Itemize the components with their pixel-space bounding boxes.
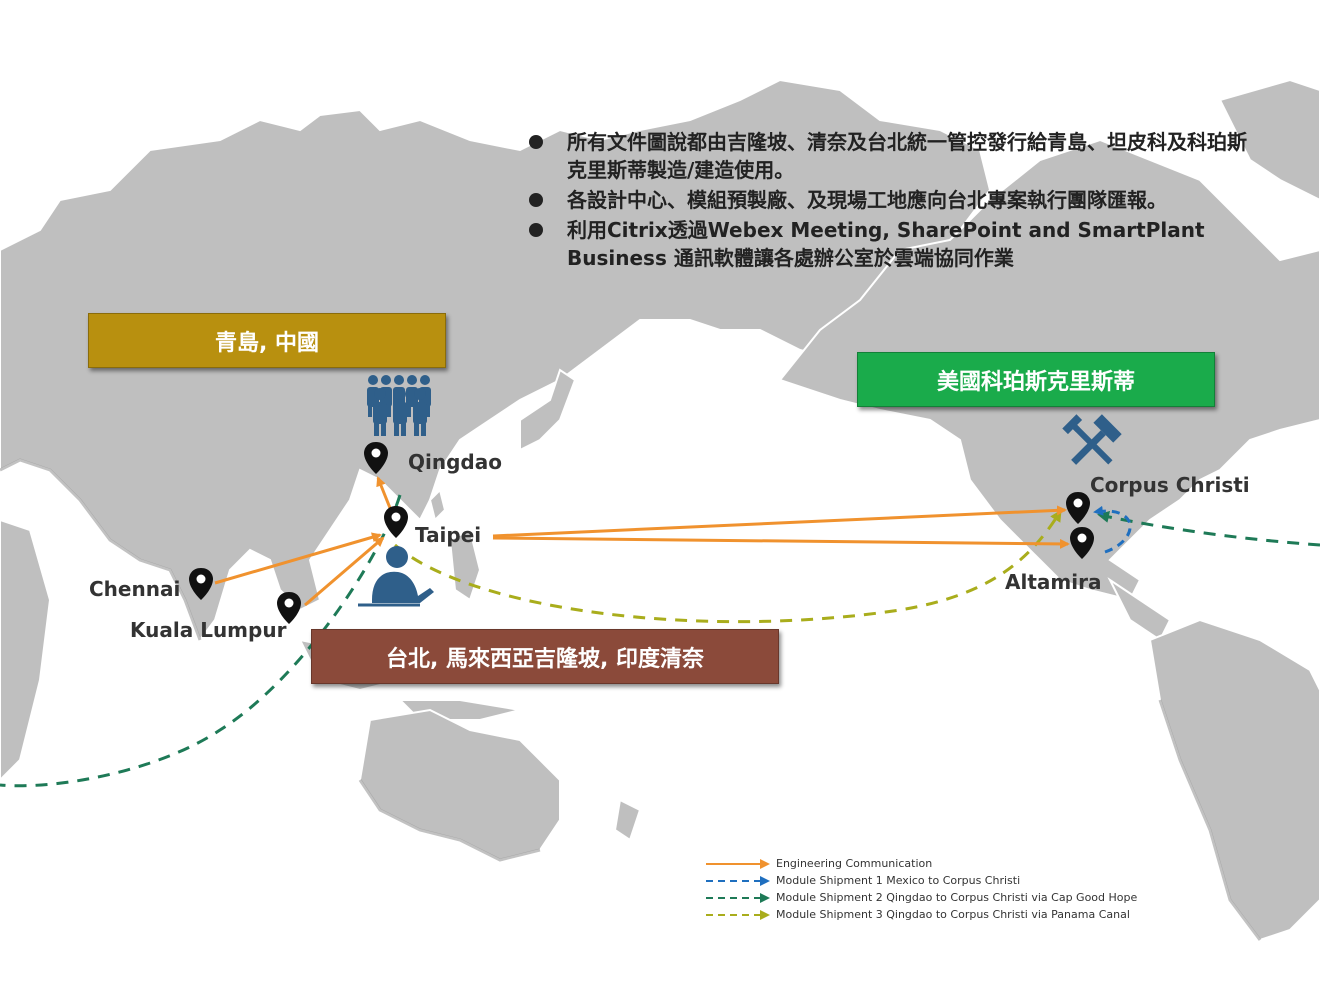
bullet-text: 各設計中心、模組預製廠、及現場工地應向台北專案執行團隊匯報。 (567, 188, 1167, 212)
bullet-dot (529, 193, 543, 207)
engineer-icon (358, 546, 434, 607)
legend: Engineering Communication Module Shipmen… (706, 855, 1137, 923)
location-pin-icon (1066, 492, 1090, 524)
city-label-kuala-lumpur: Kuala Lumpur (130, 618, 287, 642)
city-label-altamira: Altamira (1005, 570, 1102, 594)
tools-icon (1062, 414, 1122, 465)
city-label-corpus-christi: Corpus Christi (1090, 473, 1250, 497)
arrow-chennai-taipei (214, 532, 382, 585)
legend-label: Module Shipment 1 Mexico to Corpus Chris… (776, 874, 1021, 887)
arrow-taipei-qingdao (376, 476, 392, 509)
city-label-qingdao: Qingdao (408, 450, 502, 474)
legend-swatch (706, 859, 770, 869)
legend-item: Module Shipment 3 Qingdao to Corpus Chri… (706, 906, 1137, 923)
bullet-list: 所有文件圖說都由吉隆坡、清奈及台北統一管控發行給青島、坦皮科及科珀斯克里斯蒂製造… (527, 128, 1257, 274)
land-shadow (0, 458, 1262, 941)
arrow-taipei-altamira (492, 536, 1070, 549)
engineering-arrows (214, 476, 1070, 607)
location-pin-icon (277, 592, 301, 624)
legend-item: Engineering Communication (706, 855, 1137, 872)
route-shipment-2-west (0, 494, 402, 788)
route-shipment-3 (394, 509, 1062, 624)
arrow-taipei-cc (492, 505, 1067, 538)
bullet-dot (529, 135, 543, 149)
bullet-item: 各設計中心、模組預製廠、及現場工地應向台北專案執行團隊匯報。 (527, 186, 1257, 214)
bullet-text: 所有文件圖說都由吉隆坡、清奈及台北統一管控發行給青島、坦皮科及科珀斯克里斯蒂製造… (567, 130, 1247, 182)
region-label-corpus-christi: 美國科珀斯克里斯蒂 (857, 352, 1215, 407)
legend-label: Module Shipment 2 Qingdao to Corpus Chri… (776, 891, 1138, 904)
legend-label: Module Shipment 3 Qingdao to Corpus Chri… (776, 908, 1130, 921)
bullet-item: 所有文件圖說都由吉隆坡、清奈及台北統一管控發行給青島、坦皮科及科珀斯克里斯蒂製造… (527, 128, 1257, 184)
legend-swatch (706, 893, 770, 903)
region-label-qingdao: 青島, 中國 (88, 313, 446, 368)
route-shipment-2-east (1097, 511, 1320, 547)
legend-item: Module Shipment 2 Qingdao to Corpus Chri… (706, 889, 1137, 906)
location-pin-icon (1070, 527, 1094, 559)
team-icon (367, 375, 431, 436)
region-label-taipei: 台北, 馬來西亞吉隆坡, 印度清奈 (311, 629, 779, 684)
legend-swatch (706, 910, 770, 920)
arrow-kl-taipei (304, 536, 385, 607)
bullet-item: 利用Citrix透過Webex Meeting, SharePoint and … (527, 216, 1257, 272)
location-pin-icon (189, 568, 213, 600)
bullet-dot (529, 223, 543, 237)
legend-swatch (706, 876, 770, 886)
city-label-chennai: Chennai (89, 577, 181, 601)
legend-label: Engineering Communication (776, 857, 933, 870)
city-label-taipei: Taipei (415, 523, 482, 547)
location-pin-icon (384, 506, 408, 538)
bullet-text: 利用Citrix透過Webex Meeting, SharePoint and … (567, 218, 1205, 270)
location-pin-icon (364, 442, 388, 474)
legend-item: Module Shipment 1 Mexico to Corpus Chris… (706, 872, 1137, 889)
